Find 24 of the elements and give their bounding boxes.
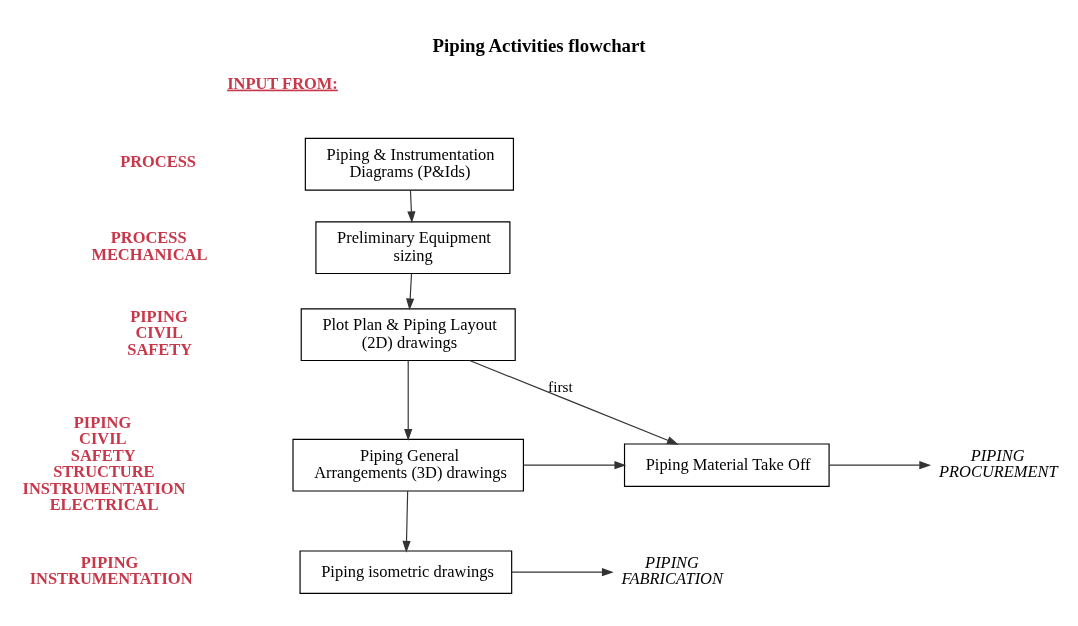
label: INPUT FROM: xyxy=(227,73,338,93)
diagram-title: Piping Activities flowchart xyxy=(432,34,646,56)
label: PIPING CIVIL SAFETY STRUCTURE INSTRUMENTATION ELECTRICAL xyxy=(22,412,186,514)
node-text: PIPING PROCUREMENT xyxy=(939,445,1058,481)
label: PROCESS xyxy=(120,151,197,171)
arrow xyxy=(402,490,411,553)
arrow xyxy=(407,189,416,223)
arrow xyxy=(406,272,415,310)
label: PROCESS MECHANICAL xyxy=(91,227,208,264)
arrow xyxy=(523,460,627,469)
node-box: Preliminary Equipment sizing xyxy=(315,220,511,274)
arrow xyxy=(404,359,413,441)
arrow xyxy=(511,567,614,576)
node-text: PIPING FABRICATION xyxy=(621,552,723,588)
node-box: Piping isometric drawings xyxy=(299,549,513,594)
edge-label: first xyxy=(548,377,573,395)
node-box: Piping Material Take Off xyxy=(623,442,830,487)
node-box: Piping & Instrumentation Diagrams (P&Ids) xyxy=(304,137,514,191)
label: PIPING INSTRUMENTATION xyxy=(29,552,193,588)
arrow xyxy=(469,359,679,445)
label: PIPING CIVIL SAFETY xyxy=(127,306,193,359)
node-box: Plot Plan & Piping Layout (2D) drawings xyxy=(300,307,516,361)
arrow xyxy=(828,460,932,469)
node-box: Piping General Arrangements (3D) drawings xyxy=(292,438,524,492)
